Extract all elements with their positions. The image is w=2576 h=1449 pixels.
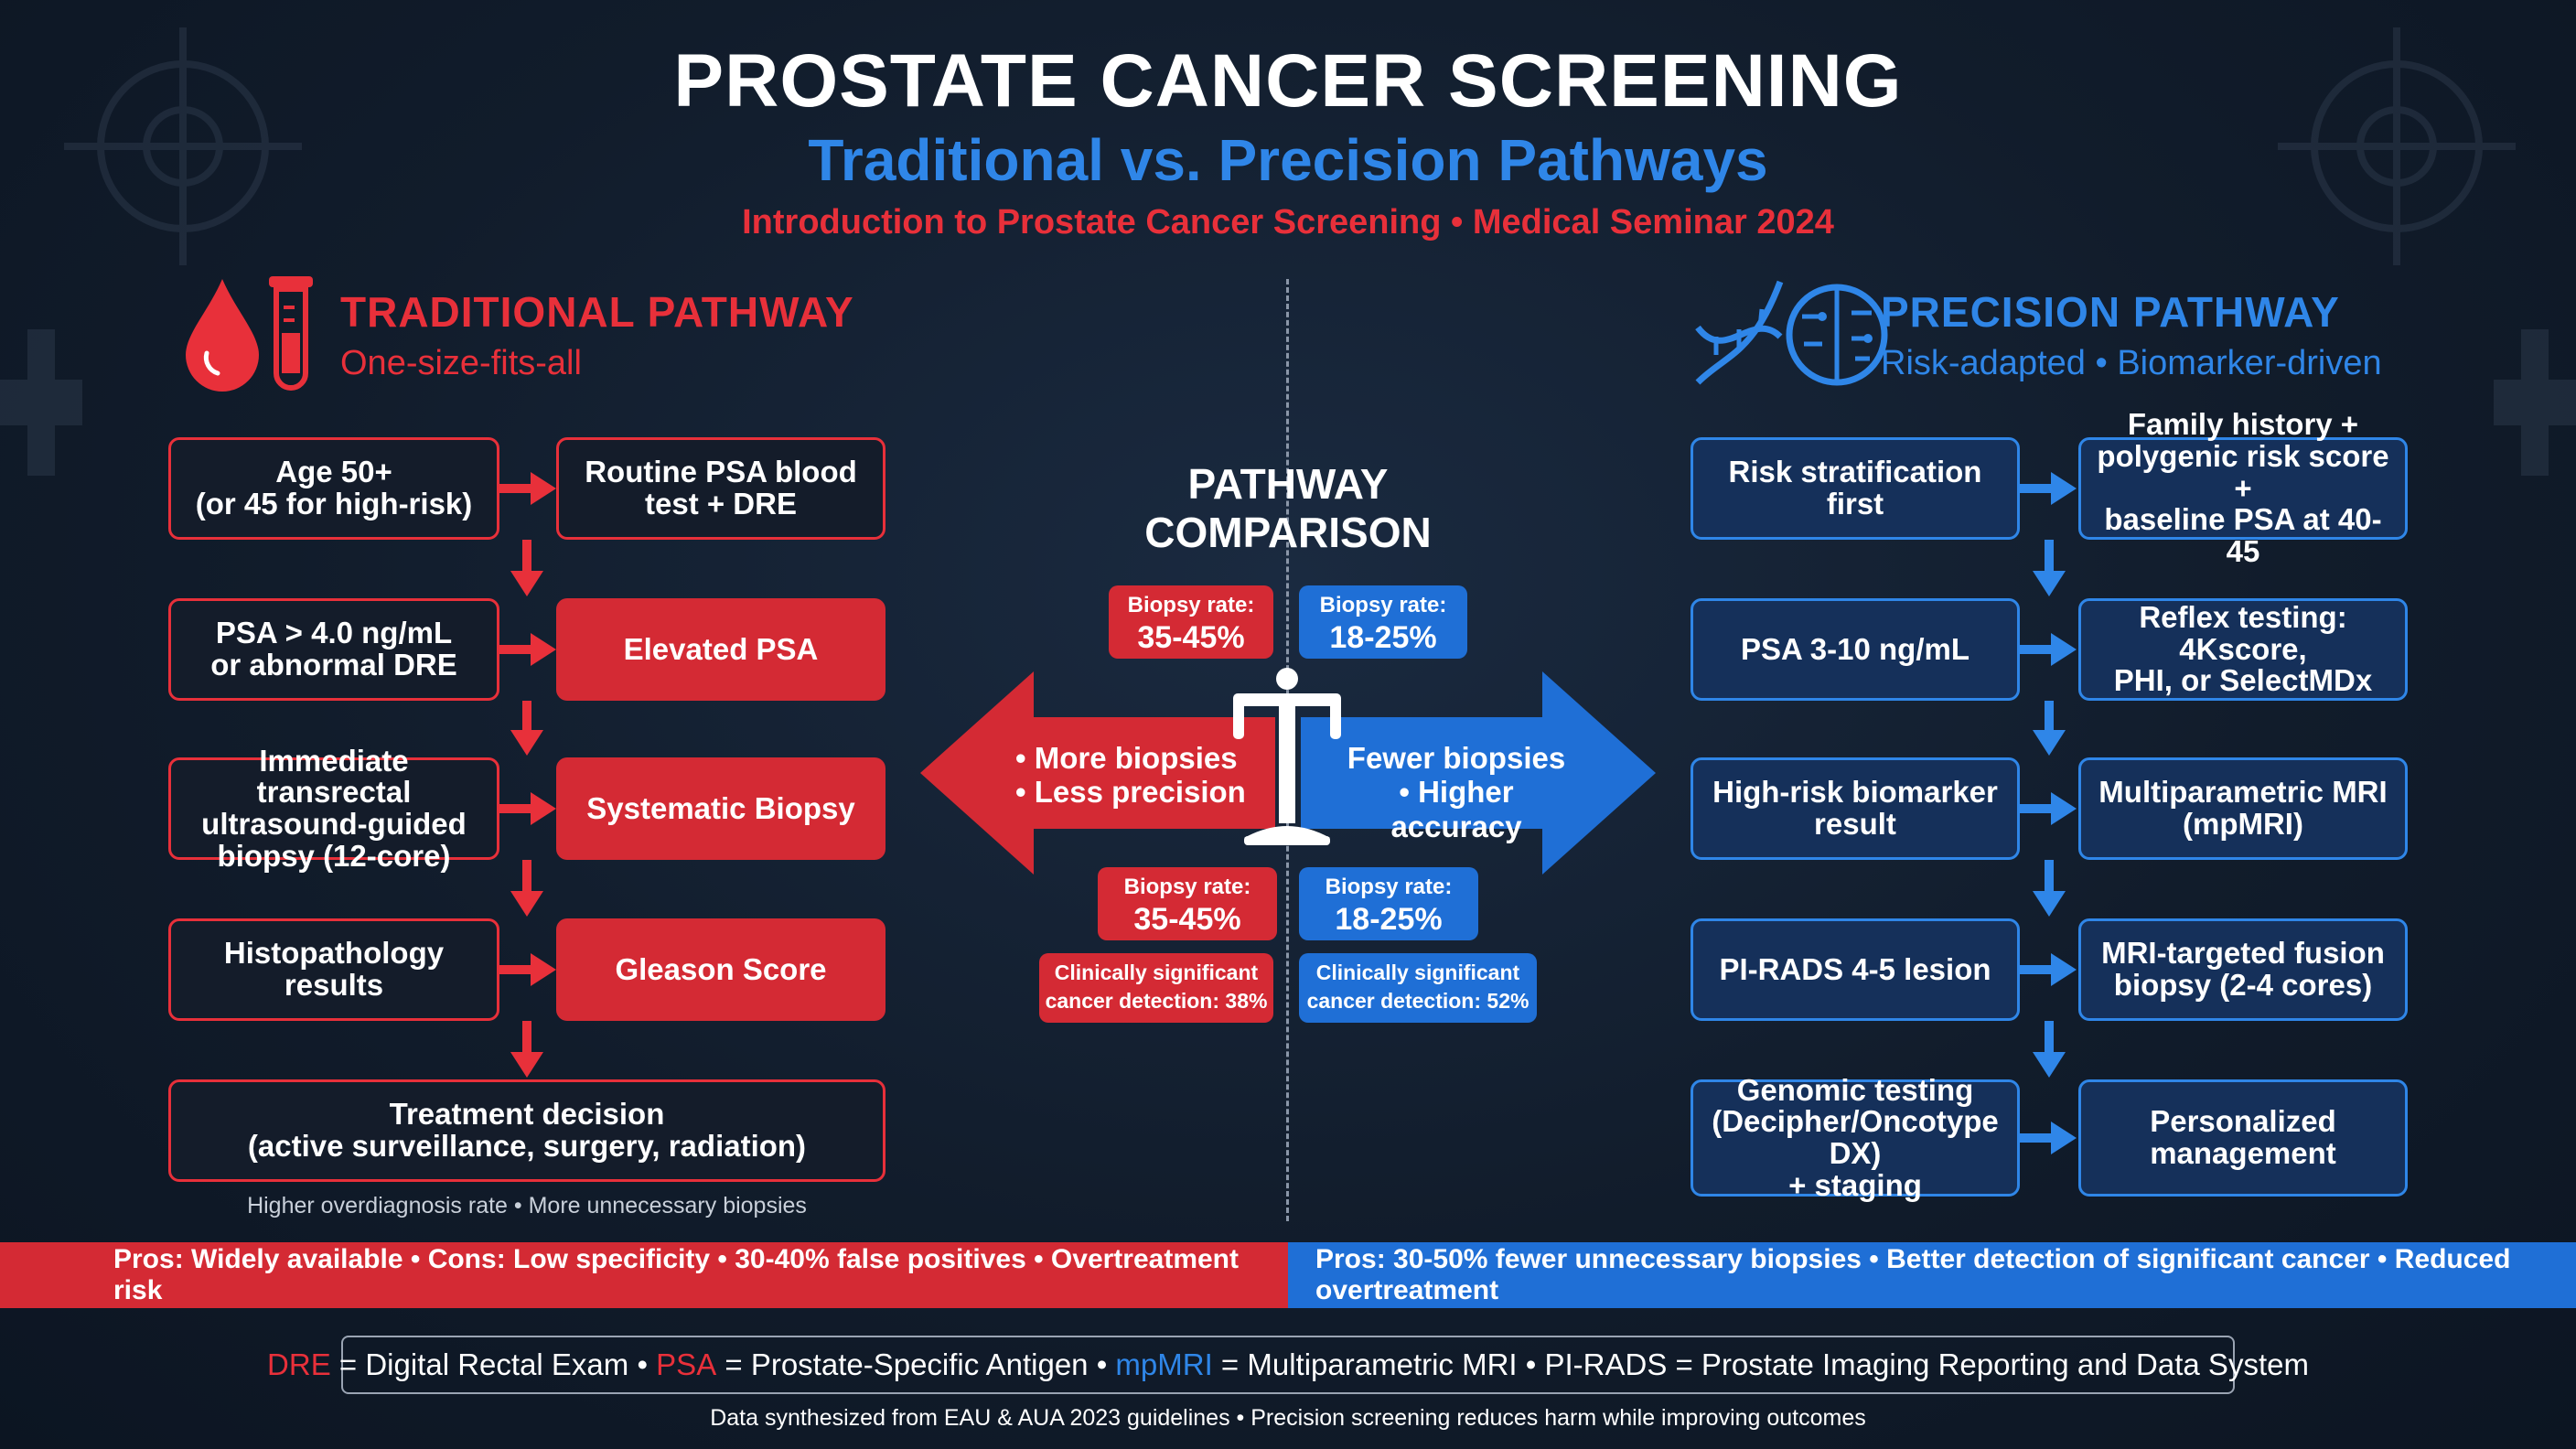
precision-step-4-condition: PI-RADS 4-5 lesion xyxy=(1690,918,2020,1021)
legend-dre-definition: = Digital Rectal Exam • xyxy=(330,1347,657,1381)
page-subtitle: Traditional vs. Precision Pathways xyxy=(808,127,1768,193)
arrow-down-icon xyxy=(2033,860,2066,917)
traditional-step-2-action: Elevated PSA xyxy=(556,598,886,701)
badge-label: Biopsy rate: xyxy=(1127,593,1255,617)
arrow-right-icon xyxy=(2020,953,2077,986)
badge-value: 35-45% xyxy=(1133,902,1241,937)
footer-note: Data synthesized from EAU & AUA 2023 gui… xyxy=(710,1405,1866,1431)
balance-scale-icon xyxy=(1233,668,1341,845)
precision-pros-bar: Pros: 30-50% fewer unnecessary biopsies … xyxy=(1288,1242,2576,1308)
precision-step-2-action: Reflex testing: 4Kscore, PHI, or SelectM… xyxy=(2078,598,2408,701)
badge-label: Biopsy rate: xyxy=(1123,875,1251,899)
traditional-final-step: Treatment decision (active surveillance,… xyxy=(168,1079,886,1182)
badge-value: 18-25% xyxy=(1335,902,1443,937)
arrow-right-icon xyxy=(2020,792,2077,825)
precision-title: PRECISION PATHWAY xyxy=(1881,288,2340,336)
badge-label: Biopsy rate: xyxy=(1325,875,1453,899)
precision-step-3-condition: High-risk biomarker result xyxy=(1690,757,2020,860)
arrow-down-icon xyxy=(510,1021,543,1078)
event-line: Introduction to Prostate Cancer Screenin… xyxy=(742,203,1834,242)
arrow-right-icon xyxy=(499,633,556,666)
traditional-detection-badge: Clinically significant cancer detection:… xyxy=(1039,953,1273,1023)
precision-arrow-text: Fewer biopsies • Higher accuracy xyxy=(1347,741,1566,843)
arrow-right-icon xyxy=(499,953,556,986)
arrow-right-icon xyxy=(499,472,556,505)
arrow-down-icon xyxy=(510,701,543,756)
crosshair-decoration-icon xyxy=(64,27,302,265)
brain-icon xyxy=(1786,284,1888,386)
precision-step-1-action: Family history + polygenic risk score + … xyxy=(2078,409,2408,567)
traditional-step-1-condition: Age 50+ (or 45 for high-risk) xyxy=(168,437,499,540)
traditional-step-1-action: Routine PSA blood test + DRE xyxy=(556,437,886,540)
arrow-down-icon xyxy=(510,860,543,917)
legend-psa: PSA xyxy=(656,1347,717,1381)
precision-subtitle: Risk-adapted • Biomarker-driven xyxy=(1881,344,2382,382)
precision-biopsy-rate-badge: Biopsy rate: 18-25% xyxy=(1299,585,1467,659)
precision-step-1-condition: Risk stratification first xyxy=(1690,437,2020,540)
traditional-step-4-action: Gleason Score xyxy=(556,918,886,1021)
abbreviation-legend: DRE = Digital Rectal Exam • PSA = Prosta… xyxy=(267,1336,2309,1394)
traditional-biopsy-rate-badge: Biopsy rate: 35-45% xyxy=(1109,585,1273,659)
traditional-step-3-action: Systematic Biopsy xyxy=(556,757,886,860)
traditional-arrow-text: • More biopsies • Less precision xyxy=(1015,741,1246,810)
traditional-step-4-condition: Histopathology results xyxy=(168,918,499,1021)
arrow-down-icon xyxy=(510,540,543,596)
precision-step-4-action: MRI-targeted fusion biopsy (2-4 cores) xyxy=(2078,918,2408,1021)
traditional-biopsy-rate-badge-2: Biopsy rate: 35-45% xyxy=(1098,867,1277,940)
traditional-step-3-condition: Immediate transrectal ultrasound-guided … xyxy=(168,745,499,871)
traditional-title: TRADITIONAL PATHWAY xyxy=(340,288,854,336)
traditional-subtitle: One-size-fits-all xyxy=(340,344,582,382)
arrow-right-icon xyxy=(2020,1122,2077,1154)
precision-big-arrow xyxy=(1301,671,1656,875)
arrow-right-icon xyxy=(2020,472,2077,505)
precision-biopsy-rate-badge-2: Biopsy rate: 18-25% xyxy=(1299,867,1478,940)
traditional-step-2-condition: PSA > 4.0 ng/mL or abnormal DRE xyxy=(168,598,499,701)
page-title: PROSTATE CANCER SCREENING xyxy=(673,39,1903,123)
legend-mpmri-definition: = Multiparametric MRI • PI-RADS = Prosta… xyxy=(1212,1347,2309,1381)
dna-icon xyxy=(1695,280,1784,385)
arrow-down-icon xyxy=(2033,540,2066,596)
comparison-title: PATHWAY COMPARISON xyxy=(1144,460,1432,557)
traditional-big-arrow xyxy=(920,671,1275,875)
traditional-pros-cons-bar: Pros: Widely available • Cons: Low speci… xyxy=(0,1242,1288,1308)
legend-mpmri: mpMRI xyxy=(1115,1347,1213,1381)
precision-step-5-action: Personalized management xyxy=(2078,1079,2408,1197)
precision-detection-badge: Clinically significant cancer detection:… xyxy=(1299,953,1537,1023)
badge-label: Biopsy rate: xyxy=(1319,593,1447,617)
arrow-down-icon xyxy=(2033,701,2066,756)
crosshair-decoration-icon xyxy=(2278,27,2516,265)
badge-value: 18-25% xyxy=(1329,620,1437,655)
bar-text: Pros: 30-50% fewer unnecessary biopsies … xyxy=(1315,1244,2511,1305)
traditional-note: Higher overdiagnosis rate • More unneces… xyxy=(247,1193,807,1218)
precision-step-2-condition: PSA 3-10 ng/mL xyxy=(1690,598,2020,701)
legend-dre: DRE xyxy=(267,1347,331,1381)
medical-cross-decoration-icon xyxy=(0,329,82,476)
precision-step-5-condition: Genomic testing (Decipher/Oncotype DX) +… xyxy=(1690,1074,2020,1200)
blood-drop-icon xyxy=(186,279,259,392)
arrow-right-icon xyxy=(2020,633,2077,666)
medical-cross-decoration-icon xyxy=(2494,329,2576,476)
badge-value: 35-45% xyxy=(1137,620,1245,655)
arrow-right-icon xyxy=(499,792,556,825)
arrow-down-icon xyxy=(2033,1021,2066,1078)
bar-text: Pros: Widely available • Cons: Low speci… xyxy=(113,1244,1239,1305)
test-tube-icon xyxy=(269,276,313,391)
precision-step-3-action: Multiparametric MRI (mpMRI) xyxy=(2078,757,2408,860)
legend-psa-definition: = Prostate-Specific Antigen • xyxy=(716,1347,1116,1381)
